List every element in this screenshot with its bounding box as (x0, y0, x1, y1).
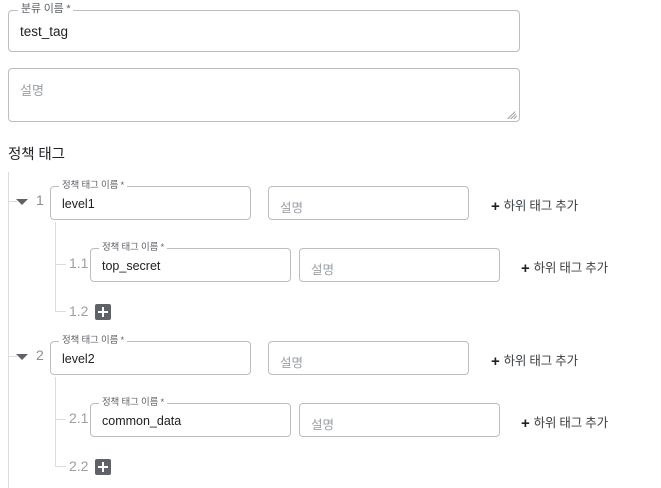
add-policy-tag-button-1-2[interactable] (95, 304, 111, 320)
policy-tag-name-label-1-1: 정책 태그 이름 * (99, 242, 168, 254)
taxonomy-name-field[interactable]: 분류 이름 * test_tag (8, 3, 520, 52)
tree-trunk-group-1 (55, 222, 56, 312)
policy-tag-description-field-2[interactable]: 설명 (268, 341, 469, 375)
tree-trunk-group-2 (55, 377, 56, 467)
tree-row-1-1: 1.1 정책 태그 이름 * top_secret 설명 +하위 태그 추가 (0, 241, 661, 287)
policy-tag-description-placeholder-2: 설명 (280, 356, 304, 370)
policy-tag-section-title: 정책 태그 (8, 147, 65, 163)
tree-row-1-2: 1.2 (0, 298, 661, 344)
tree-row-index-1: 1 (36, 192, 44, 208)
policy-tag-description-placeholder-1-1: 설명 (311, 263, 335, 277)
policy-tag-name-value-2-1: common_data (102, 414, 182, 428)
add-child-tag-label-1: 하위 태그 추가 (503, 199, 579, 213)
policy-tag-name-value-2: level2 (62, 352, 95, 366)
tree-row-1: 1 정책 태그 이름 * level1 설명 +하위 태그 추가 (0, 178, 661, 224)
policy-tag-name-label-2: 정책 태그 이름 * (59, 335, 128, 347)
policy-tag-description-field-1-1[interactable]: 설명 (299, 248, 500, 282)
policy-tag-name-label-1: 정책 태그 이름 * (59, 180, 128, 192)
plus-icon: + (521, 415, 530, 432)
policy-tag-name-label-2-1: 정책 태그 이름 * (99, 397, 168, 409)
taxonomy-description-placeholder: 설명 (20, 83, 44, 98)
tree-row-index-1-1: 1.1 (69, 255, 89, 271)
policy-tag-name-value-1: level1 (62, 197, 95, 211)
tree-row-2-2: 2.2 (0, 453, 661, 488)
add-child-tag-button-1-1[interactable]: +하위 태그 추가 (521, 257, 608, 277)
policy-tag-name-field-1-1[interactable]: 정책 태그 이름 * top_secret (90, 242, 291, 282)
tree-branch-2-2 (55, 466, 66, 467)
tree-branch-root-1 (8, 201, 17, 202)
policy-tag-name-field-2[interactable]: 정책 태그 이름 * level2 (50, 335, 251, 375)
tree-row-index-1-2: 1.2 (69, 303, 89, 319)
add-policy-tag-button-2-2[interactable] (95, 459, 111, 475)
tree-row-2: 2 정책 태그 이름 * level2 설명 +하위 태그 추가 (0, 333, 661, 379)
policy-tag-name-field-2-1[interactable]: 정책 태그 이름 * common_data (90, 397, 291, 437)
taxonomy-name-label: 분류 이름 * (18, 3, 74, 16)
taxonomy-name-value: test_tag (20, 24, 69, 39)
tree-branch-2-1 (55, 419, 66, 420)
plus-icon: + (521, 260, 530, 277)
plus-icon: + (491, 353, 500, 370)
taxonomy-description-textarea[interactable]: 설명 (8, 68, 520, 122)
add-child-tag-label-2-1: 하위 태그 추가 (533, 416, 609, 430)
tree-branch-1-1 (55, 264, 66, 265)
add-child-tag-button-2-1[interactable]: +하위 태그 추가 (521, 412, 608, 432)
policy-tag-name-field-1[interactable]: 정책 태그 이름 * level1 (50, 180, 251, 220)
tree-branch-1-2 (55, 311, 66, 312)
tree-row-index-2: 2 (36, 347, 44, 363)
policy-tag-description-placeholder-2-1: 설명 (311, 418, 335, 432)
expand-toggle-1[interactable] (15, 194, 29, 208)
add-child-tag-label-1-1: 하위 태그 추가 (533, 261, 609, 275)
tree-row-index-2-2: 2.2 (69, 458, 89, 474)
tree-row-index-2-1: 2.1 (69, 410, 89, 426)
policy-tag-description-placeholder-1: 설명 (280, 201, 304, 215)
policy-tag-description-field-2-1[interactable]: 설명 (299, 403, 500, 437)
resize-handle-icon[interactable] (506, 108, 517, 119)
add-child-tag-button-2[interactable]: +하위 태그 추가 (491, 350, 578, 370)
tree-branch-root-2 (8, 356, 17, 357)
expand-toggle-2[interactable] (15, 349, 29, 363)
tree-trunk-root (8, 172, 9, 488)
plus-icon: + (491, 198, 500, 215)
add-child-tag-button-1[interactable]: +하위 태그 추가 (491, 195, 578, 215)
tree-row-2-1: 2.1 정책 태그 이름 * common_data 설명 +하위 태그 추가 (0, 396, 661, 442)
add-child-tag-label-2: 하위 태그 추가 (503, 354, 579, 368)
policy-tag-name-value-1-1: top_secret (102, 259, 161, 273)
policy-tag-description-field-1[interactable]: 설명 (268, 186, 469, 220)
